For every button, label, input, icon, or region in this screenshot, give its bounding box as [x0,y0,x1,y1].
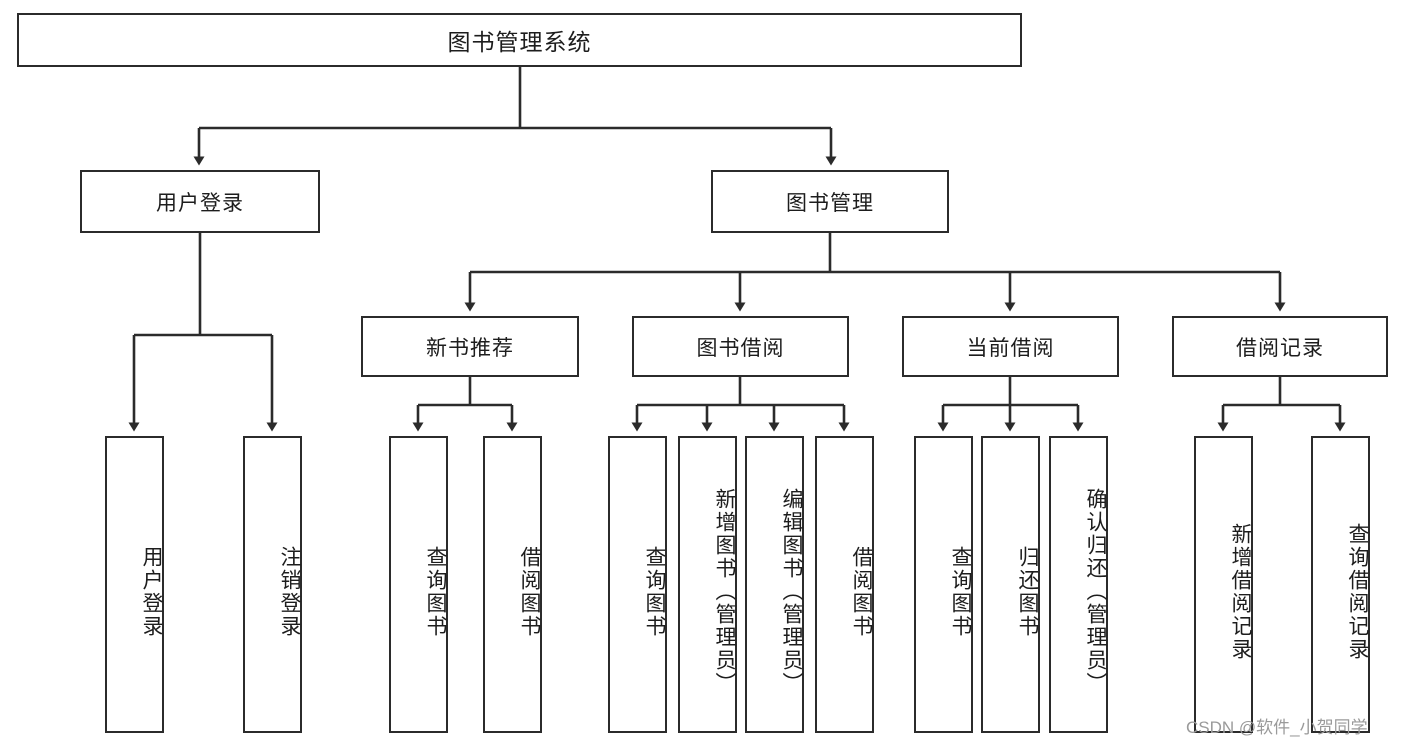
node-label: 新书推荐 [426,336,514,360]
node-label: 借阅记录 [1236,336,1324,360]
leaf-search-book-new[interactable]: 查询图书 [389,436,448,733]
node-label: 图书管理 [786,191,874,215]
node-label: 查询图书 [424,545,447,638]
leaf-user-login[interactable]: 用户登录 [105,436,164,733]
node-borrow-record[interactable]: 借阅记录 [1172,316,1388,377]
node-label: 当前借阅 [966,336,1055,360]
leaf-edit-book-admin[interactable]: 编辑图书（管理员） [745,436,804,733]
node-label: 确认归还（管理员） [1084,488,1107,695]
node-label: 图书借阅 [696,336,785,360]
leaf-add-borrow-record[interactable]: 新增借阅记录 [1194,436,1253,733]
leaf-search-borrow-record[interactable]: 查询借阅记录 [1311,436,1370,733]
node-label: 借阅图书 [518,545,541,638]
node-label: 注销登录 [278,545,301,638]
node-label: 查询图书 [643,545,666,638]
leaf-logout[interactable]: 注销登录 [243,436,302,733]
node-user-login[interactable]: 用户登录 [80,170,320,233]
node-book-management-system[interactable]: 图书管理系统 [17,13,1022,67]
node-new-book-recommend[interactable]: 新书推荐 [361,316,579,377]
node-label: 新增图书（管理员） [713,488,736,695]
leaf-return-book[interactable]: 归还图书 [981,436,1040,733]
leaf-search-book-borrow[interactable]: 查询图书 [608,436,667,733]
leaf-borrow-book-new[interactable]: 借阅图书 [483,436,542,733]
node-current-borrow[interactable]: 当前借阅 [902,316,1119,377]
node-label: 查询借阅记录 [1346,522,1369,661]
node-label: 编辑图书（管理员） [780,488,803,695]
node-label: 查询图书 [949,545,972,638]
node-label: 用户登录 [156,191,244,215]
leaf-borrow-book[interactable]: 借阅图书 [815,436,874,733]
watermark-text: CSDN @软件_小贺同学 [1186,718,1368,737]
node-book-management[interactable]: 图书管理 [711,170,949,233]
node-label: 图书管理系统 [447,29,592,55]
node-label: 新增借阅记录 [1229,522,1252,661]
node-label: 用户登录 [140,545,163,638]
leaf-search-book-current[interactable]: 查询图书 [914,436,973,733]
node-label: 归还图书 [1016,545,1039,638]
leaf-add-book-admin[interactable]: 新增图书（管理员） [678,436,737,733]
node-book-borrow[interactable]: 图书借阅 [632,316,849,377]
leaf-confirm-return-admin[interactable]: 确认归还（管理员） [1049,436,1108,733]
node-label: 借阅图书 [850,545,873,638]
